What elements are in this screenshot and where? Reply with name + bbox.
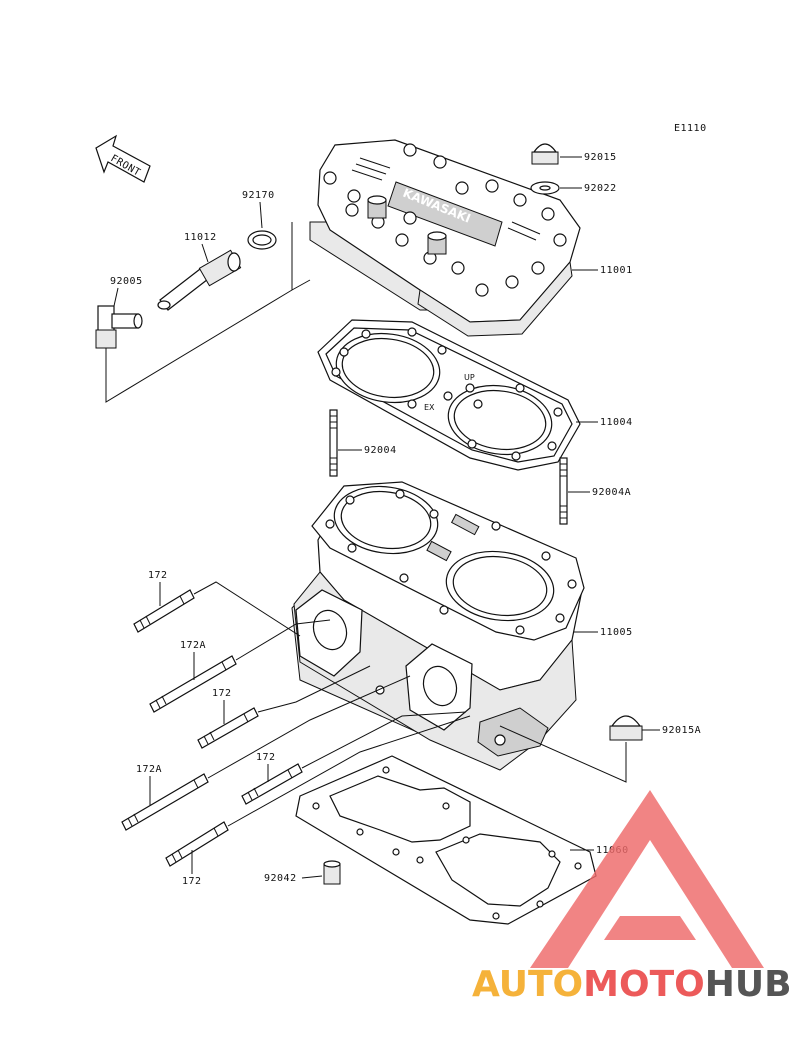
cylinder-head: KAWASAKI bbox=[309, 139, 581, 337]
stud-172-d bbox=[165, 821, 229, 867]
callout-92170: 92170 bbox=[242, 190, 275, 201]
watermark-text: AUTOMOTOHUB bbox=[472, 964, 792, 1005]
head-gasket: UP EX bbox=[317, 319, 581, 471]
stud-92004A bbox=[559, 457, 568, 525]
front-arrow-icon: FRONT bbox=[95, 134, 151, 183]
elbow-92005 bbox=[95, 305, 143, 349]
washer-92022 bbox=[530, 181, 560, 195]
watermark-logo bbox=[530, 790, 764, 968]
cylinder-block bbox=[291, 481, 585, 771]
stud-172A-a bbox=[149, 655, 237, 713]
callout-172A-b: 172A bbox=[136, 764, 162, 775]
callout-172A-a: 172A bbox=[180, 640, 206, 651]
stud-172-c bbox=[241, 763, 303, 805]
callout-172-b: 172 bbox=[212, 688, 232, 699]
callout-92015A: 92015A bbox=[662, 725, 701, 736]
callout-11005: 11005 bbox=[600, 627, 633, 638]
stud-92004 bbox=[329, 409, 338, 477]
stud-172-b bbox=[197, 707, 259, 749]
clamp-92170 bbox=[247, 230, 277, 250]
fitting-11012 bbox=[157, 249, 242, 311]
watermark-auto: AUTO bbox=[472, 964, 583, 1005]
callout-92005: 92005 bbox=[110, 276, 143, 287]
callout-92004: 92004 bbox=[364, 445, 397, 456]
callout-92004A: 92004A bbox=[592, 487, 631, 498]
gasket-mark-up: UP bbox=[464, 373, 475, 382]
watermark-moto: MOTO bbox=[583, 964, 705, 1005]
callout-92022: 92022 bbox=[584, 183, 617, 194]
diagram-code: E1110 bbox=[674, 123, 707, 134]
watermark-hub: HUB bbox=[705, 964, 792, 1005]
cap-nut-92015A bbox=[609, 715, 643, 741]
stud-172A-b bbox=[121, 773, 209, 831]
callout-172-a: 172 bbox=[148, 570, 168, 581]
gasket-mark-ex: EX bbox=[424, 403, 435, 412]
callout-11001: 11001 bbox=[600, 265, 633, 276]
callout-92042: 92042 bbox=[264, 873, 297, 884]
dowel-92042 bbox=[323, 860, 341, 885]
stud-172-a bbox=[133, 589, 195, 633]
callout-11004: 11004 bbox=[600, 417, 633, 428]
base-gasket bbox=[295, 755, 597, 925]
callout-92015: 92015 bbox=[584, 152, 617, 163]
callout-172-c: 172 bbox=[256, 752, 276, 763]
callout-172-d: 172 bbox=[182, 876, 202, 887]
cap-nut-92015 bbox=[531, 143, 559, 165]
callout-11012: 11012 bbox=[184, 232, 217, 243]
